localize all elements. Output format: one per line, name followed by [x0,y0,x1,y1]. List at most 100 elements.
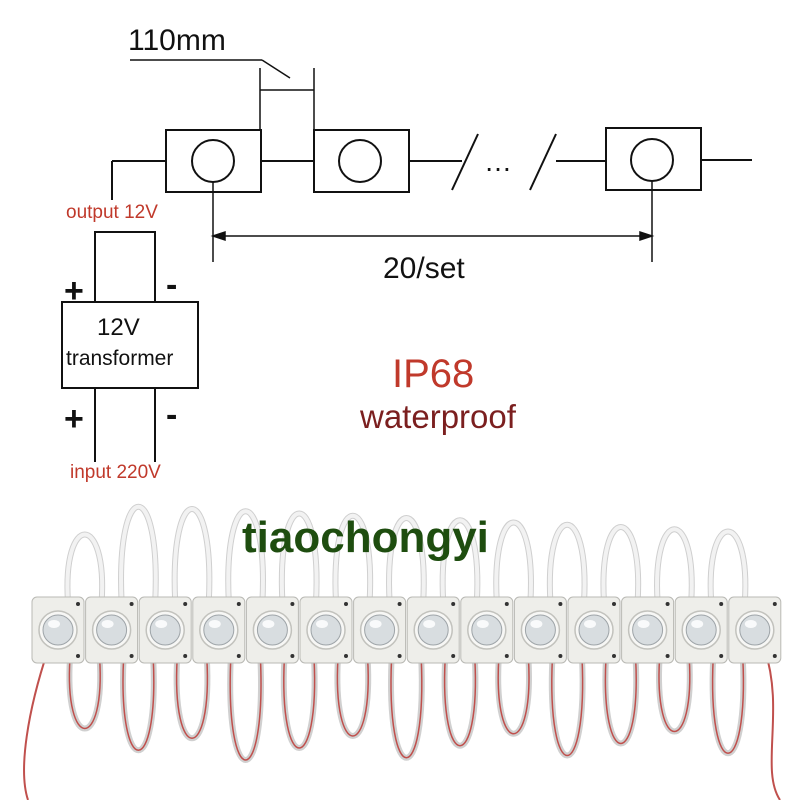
plus-mark [504,602,509,606]
lens [42,614,74,646]
lens-highlight [48,620,60,628]
plus-sign-top: + [64,272,84,310]
module-lens-2 [338,139,382,183]
plus-mark [183,602,188,606]
lens [632,614,664,646]
wire-loop-top-core-12 [655,527,694,603]
wire-loop-top-core-6 [333,514,373,603]
lead-wire-left [23,649,49,800]
input-voltage-label: input 220V [70,462,161,483]
wire-loop-bottom-red-7 [390,657,423,759]
wire-loops-bottom [23,649,781,800]
led-module-3 [138,596,192,664]
lens-highlight [208,620,221,628]
wire-loop-bottom-red-11 [604,657,637,744]
minus-mark [183,654,188,658]
wire-loop-bottom-red-2 [122,657,155,751]
lens-highlight [101,620,114,628]
lens-highlight [637,620,650,628]
minus-mark [344,654,348,658]
minus-mark [290,654,295,658]
wire-loop-bottom-1 [66,657,104,732]
output-voltage-label: output 12V [66,202,158,223]
product-photo [23,503,782,800]
minus-mark [612,654,616,658]
plus-mark [665,602,670,606]
wire-loop-bottom-red-9 [497,657,530,735]
minus-mark [719,654,724,658]
lens-highlight [423,620,436,628]
set-count-label: 20/set [383,252,465,285]
wire-loop-bottom-12 [656,657,693,735]
minus-mark [397,654,402,658]
wire-loop-bottom-red-12 [658,657,691,733]
lens [96,614,128,646]
minus-mark [76,654,80,658]
lens-highlight [369,620,382,628]
power-wiring [61,161,199,462]
wire-loop-top-core-2 [119,504,158,603]
lens [471,614,503,646]
plus-mark [451,602,456,606]
wire-loop-bottom-red-10 [551,657,584,757]
wire-loop-top-core-4 [226,509,265,603]
led-module-4 [192,596,246,664]
lens-highlight [530,620,543,628]
waterproof-label: waterproof [360,398,516,435]
led-module-14 [728,596,782,664]
plus-mark [558,602,563,606]
wire-loop-bottom-4 [227,657,264,763]
count-dimension [210,181,655,262]
lens [310,614,342,646]
minus-mark [129,654,134,658]
lens [417,614,449,646]
led-module-8 [406,596,460,664]
led-module-6 [299,596,353,664]
minus-mark [451,654,456,658]
minus-mark [504,654,509,658]
wire-loop-bottom-red-6 [336,657,369,737]
wire-loop-top-core-13 [708,529,748,603]
transformer-label: transformer [66,347,174,370]
spacing-label: 110mm [128,24,226,57]
wire-loop-top-core-5 [279,511,319,603]
plus-mark [719,602,724,606]
led-module-9 [460,596,514,664]
plus-mark [76,602,80,606]
wire-loop-bottom-red-8 [443,657,477,747]
wire-loop-bottom-6 [334,657,372,739]
wire-loop-bottom-10 [548,657,586,759]
led-module-13 [674,596,728,664]
wire-loop-bottom-11 [602,657,640,747]
plus-mark [290,602,295,606]
wire-loop-bottom-red-3 [175,657,209,739]
lens-highlight [584,620,596,628]
watermark: tiaochongyi [242,513,489,562]
wire-loop-bottom-3 [173,657,211,742]
wire-loop-top-core-3 [172,507,212,603]
minus-mark [236,654,241,658]
wire-loop-top-core-1 [65,532,105,603]
lens-highlight [744,620,757,628]
wire-loop-bottom-8 [441,657,479,749]
led-module-7 [353,596,407,664]
plus-mark [612,602,616,606]
wire-loop-bottom-red-13 [711,657,745,754]
module-chain [112,127,752,193]
lens-highlight [155,620,168,628]
wire-loop-bottom-5 [280,657,318,751]
led-module-1 [31,596,85,664]
plus-mark [344,602,348,606]
plus-sign-bottom: + [64,400,84,438]
minus-sign-bottom: - [166,396,178,434]
wire-loop-top-core-7 [387,516,426,603]
lens-highlight [262,620,275,628]
minus-sign-top: - [166,266,178,304]
lens [578,614,610,646]
led-module-10 [513,596,567,664]
led-module-11 [567,596,621,664]
wire-loop-top-core-10 [547,522,587,603]
wire-loop-top-core-9 [494,520,533,603]
led-module-strip [31,596,782,664]
